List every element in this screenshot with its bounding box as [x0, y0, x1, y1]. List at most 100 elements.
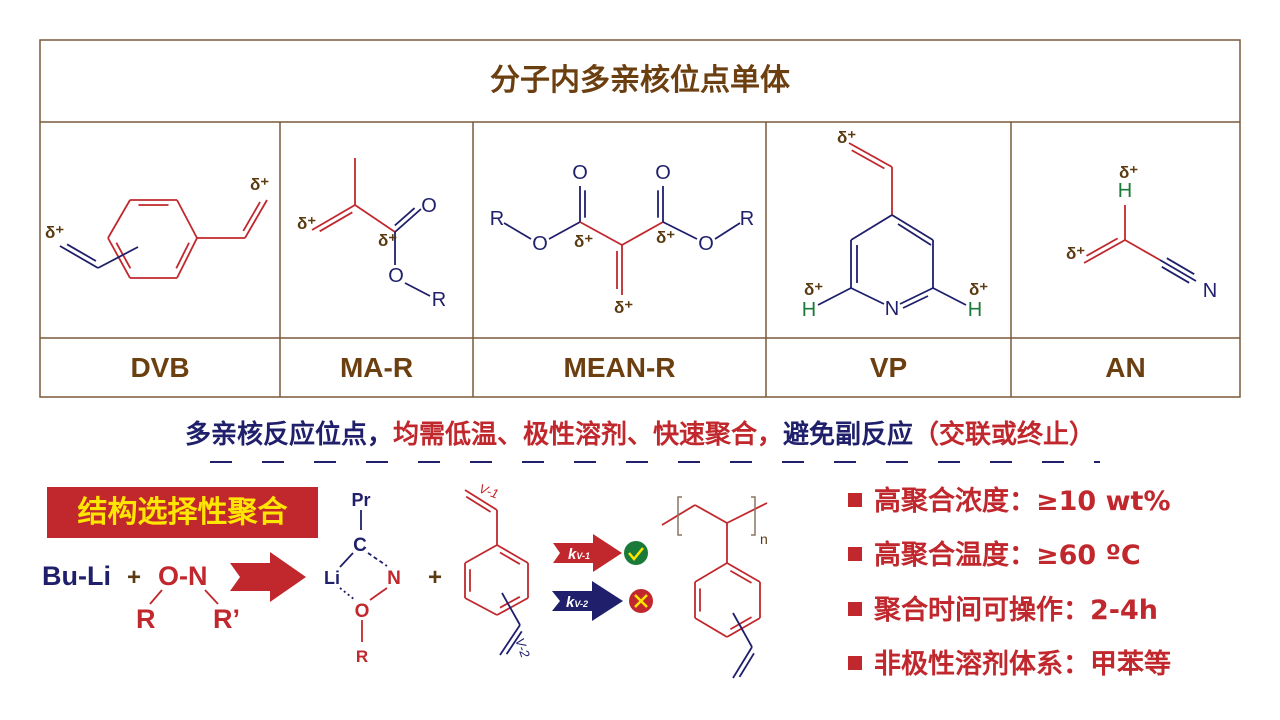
- summary-part-4: （交联或终止）: [913, 420, 1096, 450]
- bond: [175, 242, 190, 269]
- bond: [694, 504, 728, 524]
- bond: [499, 624, 521, 656]
- bond: [726, 617, 761, 638]
- delta-plus-label: δ⁺: [378, 231, 397, 250]
- bond: [1124, 239, 1161, 261]
- bond: [107, 199, 131, 239]
- repeat-unit-n: n: [760, 531, 768, 547]
- rate-constant-k2: kV-2: [566, 594, 588, 611]
- check-icon: [624, 541, 648, 565]
- bond: [729, 616, 752, 631]
- bond: [850, 214, 893, 241]
- bond: [738, 652, 755, 678]
- slow-rate-arrow-icon: [552, 581, 623, 621]
- bond: [319, 211, 353, 233]
- oxygen-atom: O: [421, 195, 437, 217]
- polymer-brackets: [677, 496, 756, 536]
- bond: [464, 544, 498, 564]
- bond: [726, 562, 761, 583]
- bullet-item: 高聚合浓度：≥10 wt%: [848, 479, 1171, 518]
- bond: [1086, 237, 1119, 257]
- table-title: 分子内多亲核位点单体: [490, 63, 790, 98]
- bond: [579, 221, 623, 246]
- monomer-name-ma-r: MA-R: [339, 352, 414, 383]
- atom-labels: δ⁺ δ⁺ δ⁺ δ⁺ O O R O O O O R R δ⁺ δ⁺ δ⁺ δ…: [45, 128, 1217, 321]
- summary-part-3: 避免副反应: [783, 420, 914, 450]
- buli-label: Bu-Li: [42, 561, 111, 591]
- bond: [339, 552, 354, 568]
- summary-line: 多亲核反应位点，均需低温、极性溶剂、快速聚合，避免副反应（交联或终止）: [0, 414, 1280, 451]
- delta-plus-label: δ⁺: [45, 223, 64, 242]
- hydrogen-atom: H: [802, 299, 816, 321]
- bond: [244, 199, 268, 239]
- bond: [662, 221, 698, 240]
- r-prime-group: R’: [213, 604, 240, 634]
- r-group: R: [432, 289, 446, 311]
- bond: [496, 597, 529, 616]
- nitrogen-atom: N: [1203, 280, 1217, 302]
- r-group: R: [740, 208, 754, 230]
- bullet-square-icon: [848, 546, 862, 561]
- bond: [932, 287, 967, 306]
- r-group: R: [136, 604, 156, 634]
- bond: [505, 630, 523, 655]
- delta-plus-label: δ⁺: [574, 232, 593, 251]
- bond: [726, 502, 768, 524]
- bond: [897, 223, 932, 246]
- vinyl-2-label: V-2: [512, 636, 533, 660]
- bond: [694, 617, 728, 638]
- bond: [354, 204, 396, 233]
- bullet-square-icon: [848, 655, 862, 670]
- bond: [732, 612, 753, 648]
- bond: [499, 595, 521, 609]
- summary-part-1: 多亲核反应位点，: [184, 420, 393, 450]
- reaction-scheme: Bu-Li + O-N R R’ Pr C Li N O R + V-1 V-2…: [42, 481, 768, 666]
- r-group: R: [490, 208, 504, 230]
- reaction-arrow-icon: [230, 552, 306, 602]
- bond: [1159, 259, 1197, 282]
- selective-polymerization-tag: 结构选择性聚合: [47, 487, 318, 538]
- bond: [817, 287, 852, 306]
- bullet-item: 高聚合温度：≥60 ºC: [848, 533, 1141, 572]
- bullet-text: 聚合时间可操作：2-4h: [874, 595, 1159, 626]
- monomer-name-dvb: DVB: [130, 352, 190, 383]
- bond: [496, 544, 529, 564]
- lithium-atom: Li: [324, 568, 340, 588]
- nitrogen-atom: N: [885, 298, 899, 320]
- monomer-table-grid: [39, 39, 1241, 398]
- bond: [548, 221, 581, 240]
- oxygen-atom: O: [698, 233, 714, 255]
- oxygen-atom: O: [655, 162, 671, 184]
- bullet-item: 聚合时间可操作：2-4h: [848, 588, 1158, 627]
- chemical-bonds: [59, 142, 1197, 679]
- bullet-text: 高聚合浓度：≥10 wt%: [874, 486, 1171, 517]
- bond: [311, 204, 356, 231]
- delta-plus-label: δ⁺: [297, 214, 316, 233]
- delta-plus-label: δ⁺: [804, 280, 823, 299]
- bullet-square-icon: [848, 492, 862, 507]
- monomer-name-an: AN: [1105, 352, 1146, 383]
- delta-plus-label: δ⁺: [1119, 163, 1138, 182]
- fast-rate-arrow-icon: [553, 534, 622, 572]
- rate-constant-k1: kV-1: [568, 546, 590, 563]
- bond: [899, 287, 934, 305]
- delta-plus-label: δ⁺: [656, 228, 675, 247]
- bullet-item: 非极性溶剂体系：甲苯等: [848, 642, 1171, 681]
- bond: [501, 592, 521, 626]
- hydrogen-atom: H: [1118, 180, 1132, 202]
- bond: [850, 287, 885, 305]
- bullet-text: 非极性溶剂体系：甲苯等: [874, 649, 1171, 680]
- monomer-name-vp: VP: [869, 352, 908, 383]
- bond: [149, 589, 163, 605]
- bond: [464, 489, 498, 511]
- bond: [176, 199, 198, 239]
- carbon-atom: C: [353, 535, 367, 556]
- bond: [59, 245, 99, 269]
- summary-part-2: 均需低温、极性溶剂、快速聚合，: [392, 420, 783, 450]
- bond: [465, 495, 491, 513]
- bond: [464, 597, 498, 616]
- bond: [97, 246, 139, 269]
- bond: [732, 646, 753, 679]
